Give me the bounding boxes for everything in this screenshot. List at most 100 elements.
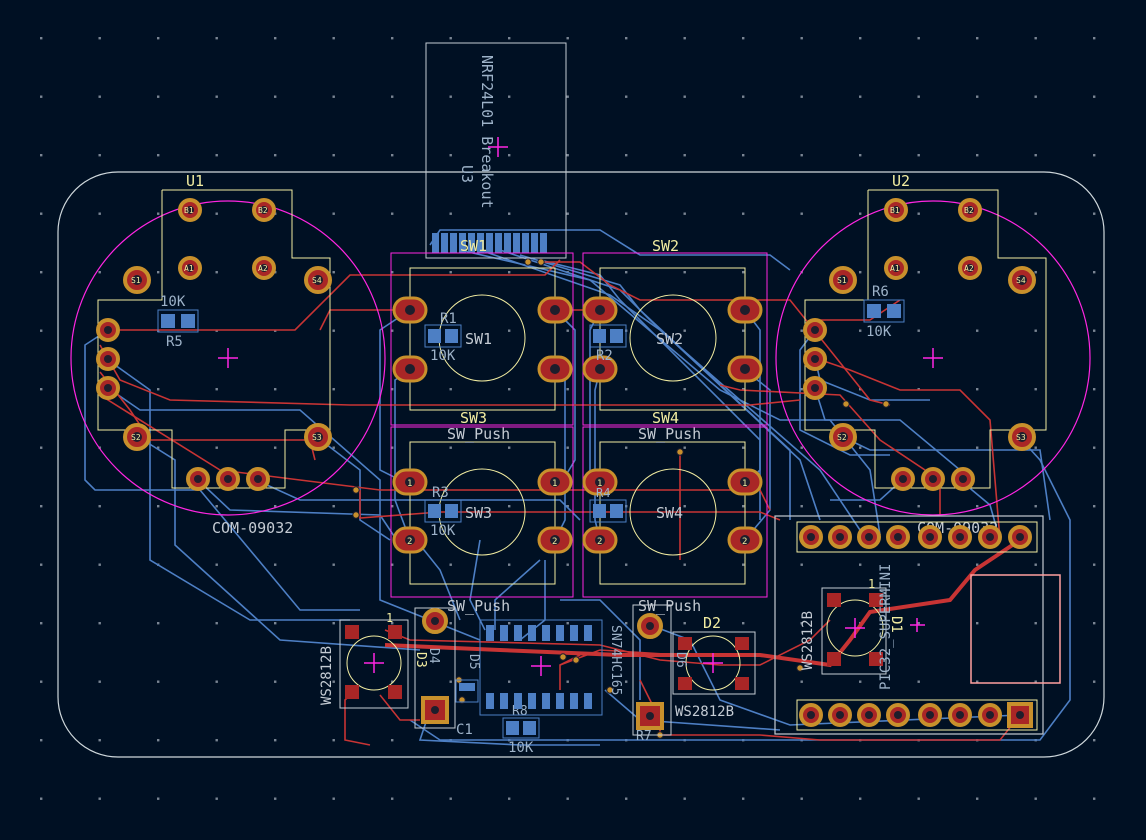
sw3-body: [409, 441, 556, 585]
u2-joystick[interactable]: U2 COM-09032 B1 B2 A1 A2 S1 S2 S3 S: [775, 172, 1091, 537]
u1-reference: U1: [186, 172, 204, 190]
u3-nrf24l01-module[interactable]: U3 NRF24L01 Breakout: [425, 42, 567, 259]
r3-reference: R3: [432, 485, 449, 501]
u1-anchor: [218, 348, 238, 368]
sw4-courtyard: [582, 426, 768, 598]
r5-resistor[interactable]: 10K R5: [157, 294, 199, 350]
d3-reference: D3: [413, 652, 428, 668]
u3-outline: [425, 42, 567, 259]
r2-resistor[interactable]: R2: [589, 324, 627, 364]
u1-courtyard: [70, 200, 386, 516]
sw2-pads: [582, 296, 763, 383]
svg-text:S2: S2: [837, 433, 847, 442]
usb-connector-outline: [970, 574, 1061, 684]
sw2-value: SW_Push: [638, 597, 701, 615]
d1-pin1-mark: 1: [868, 577, 875, 591]
vias: [352, 258, 890, 739]
d5-reference: D5: [466, 654, 481, 670]
svg-text:S2: S2: [131, 433, 141, 442]
sw1-pushbutton[interactable]: SW1 SW1: [390, 237, 574, 426]
mcu-top-header-pins: [799, 525, 1032, 549]
sw3-value-top: SW_Push: [447, 425, 510, 443]
sw3-pads: [392, 468, 573, 554]
svg-text:2: 2: [742, 537, 747, 547]
svg-text:S4: S4: [1016, 276, 1026, 285]
sw1-courtyard: [390, 252, 574, 426]
svg-text:2: 2: [552, 537, 557, 547]
svg-text:S3: S3: [1016, 433, 1026, 442]
r3-resistor[interactable]: R3 10K: [424, 485, 462, 539]
r7-resistor[interactable]: R7: [636, 729, 652, 744]
r7-reference: R7: [636, 729, 652, 744]
shift-register-value: SN74HC165: [608, 625, 623, 695]
u1-pad-labels: B1 B2 A1 A2 S1 S2 S3 S4: [131, 206, 322, 442]
svg-text:A2: A2: [258, 264, 268, 273]
svg-text:B1: B1: [184, 206, 194, 215]
c1-capacitor[interactable]: C1: [414, 607, 473, 738]
d1-ws2812b-led[interactable]: 1 WS2812B D1: [800, 577, 904, 675]
r8-value: 10K: [508, 740, 534, 756]
u3-anchor: [488, 137, 508, 157]
svg-text:B2: B2: [258, 206, 268, 215]
sw1-pads: [392, 296, 573, 383]
d2-reference: D2: [703, 614, 721, 632]
sn74hc165-shift-register[interactable]: SN74HC165: [479, 619, 623, 716]
sw3-courtyard: [390, 426, 574, 598]
u2-reference: U2: [892, 172, 910, 190]
c1-reference: C1: [456, 722, 473, 738]
d4-reference: D4: [426, 648, 441, 664]
r6-value: 10K: [866, 324, 892, 340]
sw1-body: [409, 267, 556, 411]
d3-ws2812b-led[interactable]: 1 WS2812B D3: [319, 611, 428, 709]
svg-text:1: 1: [552, 479, 557, 489]
sw2-reference: SW2: [652, 237, 679, 255]
u2-pads: [803, 198, 1036, 491]
mcu-module[interactable]: PIC32_SUPERMINI: [774, 515, 1061, 735]
front-copper-tracks: [99, 259, 1021, 746]
sw2-pushbutton[interactable]: SW2 SW2: [582, 237, 768, 426]
d1-reference: D1: [888, 616, 904, 633]
mcu-anchor: [910, 618, 925, 632]
sw4-center-label: SW4: [656, 504, 683, 522]
svg-text:1: 1: [742, 479, 747, 489]
d6-diode[interactable]: D6: [632, 604, 688, 736]
u2-courtyard: [775, 200, 1091, 516]
d5-diode[interactable]: D5: [455, 654, 481, 703]
r6-resistor[interactable]: R6 10K: [863, 284, 905, 340]
svg-text:B1: B1: [890, 206, 900, 215]
r1-resistor[interactable]: R1 10K: [424, 311, 462, 364]
r6-reference: R6: [872, 284, 889, 300]
d2-ws2812b-led[interactable]: D2 WS2812B: [672, 614, 756, 720]
d4-diode[interactable]: D4: [426, 648, 441, 664]
u2-pad-labels: B1 B2 A1 A2 S1 S2 S3 S4: [837, 206, 1026, 442]
sw2-actuator: [629, 294, 717, 382]
u2-silkscreen-outline: [804, 189, 1047, 489]
sw1-reference: SW1: [460, 237, 487, 255]
d3-value: WS2812B: [319, 646, 335, 705]
svg-text:1: 1: [407, 479, 412, 489]
r5-reference: R5: [166, 334, 183, 350]
sw4-value-top: SW_Push: [638, 425, 701, 443]
r3-value: 10K: [430, 523, 456, 539]
r4-resistor[interactable]: R4: [589, 486, 627, 523]
svg-text:A1: A1: [184, 264, 194, 273]
r1-value: 10K: [430, 348, 456, 364]
sw1-value: SW_Push: [447, 597, 510, 615]
mcu-outline: [774, 515, 1044, 735]
mcu-bottom-header-pins: [799, 702, 1033, 728]
d3-pin1-mark: 1: [386, 611, 393, 625]
sw2-courtyard: [582, 252, 768, 426]
sw4-pads: [582, 468, 763, 554]
u2-anchor: [923, 348, 943, 368]
sw3-reference: SW3: [460, 409, 487, 427]
d2-value: WS2812B: [675, 704, 734, 720]
u1-joystick[interactable]: U1 COM-09032 B1 B2 A1 A2 S1 S2 S3 S: [70, 172, 386, 537]
svg-text:2: 2: [407, 537, 412, 547]
sw2-center-label: SW2: [656, 330, 683, 348]
svg-text:S4: S4: [312, 276, 322, 285]
